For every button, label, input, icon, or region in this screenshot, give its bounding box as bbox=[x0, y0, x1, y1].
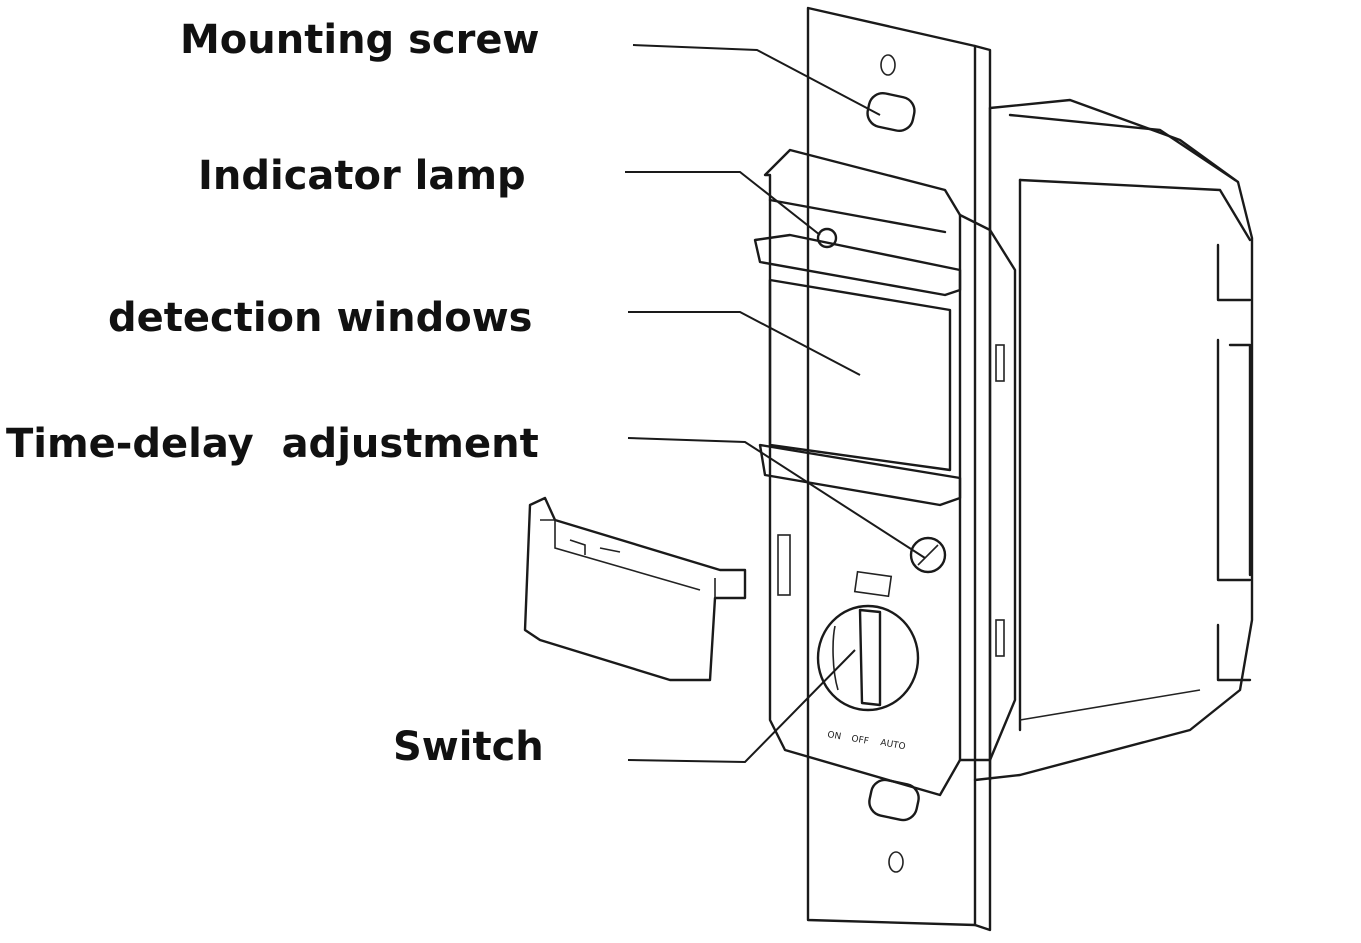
leader-time-delay bbox=[627, 437, 926, 559]
leader-lines bbox=[625, 44, 926, 764]
label-switch: Switch bbox=[393, 724, 544, 770]
indicator-band bbox=[753, 227, 962, 297]
leader-switch bbox=[627, 649, 856, 764]
leader-indicator-lamp bbox=[625, 171, 821, 236]
sensor-body bbox=[763, 148, 1017, 797]
detection-window-shape bbox=[758, 278, 962, 507]
detached-cover bbox=[523, 496, 747, 682]
label-mounting-screw: Mounting screw bbox=[180, 17, 540, 63]
mounting-screw bbox=[866, 91, 920, 822]
rotary-switch: ON OFF AUTO bbox=[816, 604, 920, 752]
side-tab bbox=[777, 534, 791, 596]
switch-position-on: ON bbox=[826, 730, 841, 742]
time-delay-knob bbox=[909, 536, 947, 574]
leader-detection-windows bbox=[628, 311, 861, 376]
switch-position-auto: AUTO bbox=[879, 738, 906, 752]
label-indicator-lamp: Indicator lamp bbox=[198, 153, 526, 199]
back-housing bbox=[973, 98, 1254, 782]
indicator-slot bbox=[853, 570, 893, 598]
mounting-strap bbox=[806, 6, 992, 932]
leader-mounting-screw bbox=[632, 44, 881, 116]
label-detection-windows: detection windows bbox=[108, 295, 533, 341]
label-time-delay: Time-delay adjustment bbox=[6, 421, 539, 467]
switch-position-off: OFF bbox=[850, 734, 869, 747]
